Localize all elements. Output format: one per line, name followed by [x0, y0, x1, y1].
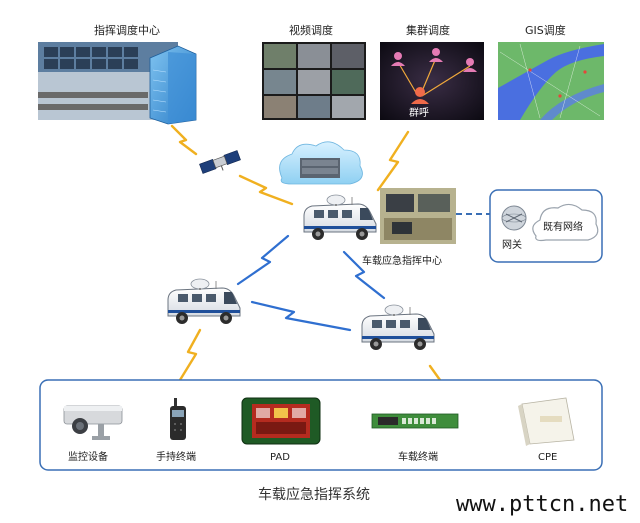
gateway-network-box: 网关 既有网络: [489, 189, 603, 263]
handheld-label: 手持终端: [156, 450, 196, 463]
pad-tablet-icon: [241, 397, 321, 445]
router-icon: [501, 205, 527, 231]
link-van-left: [236, 234, 290, 286]
group-call-label: 群呼: [409, 106, 429, 119]
link-satellite-van: [238, 174, 294, 206]
command-center-node: 指挥调度中心: [38, 23, 197, 125]
vehicle-terminal-label: 车载终端: [398, 450, 438, 463]
command-van-right: [361, 304, 435, 351]
terminals-box: 监控设备 手持终端 PAD 车载终端 CPE: [39, 379, 603, 471]
pad-label: PAD: [270, 452, 290, 463]
command-van-left: [167, 278, 241, 325]
handheld-radio-icon: [170, 398, 186, 440]
monitor-label: 监控设备: [68, 450, 108, 463]
link-cluster-van: [376, 130, 410, 192]
cluster-dispatch-node: 群呼 集群调度: [380, 23, 484, 120]
video-dispatch-node: 视频调度: [262, 23, 366, 120]
office-building-icon: [149, 45, 197, 125]
gateway-label: 网关: [502, 238, 522, 251]
cluster-dispatch-label: 集群调度: [406, 23, 450, 37]
wireless-links: [170, 124, 450, 398]
vehicle-interior-photo: [380, 188, 456, 244]
cpe-device-icon: [518, 397, 575, 446]
link-left-terminals: [178, 328, 202, 382]
watermark: www.pttcn.net: [456, 492, 628, 517]
command-van-main: [303, 194, 377, 241]
gis-dispatch-label: GIS调度: [525, 23, 566, 37]
satellite-icon: [199, 150, 241, 174]
vehicle-terminal-icon: [371, 413, 459, 429]
cpe-label: CPE: [538, 452, 557, 463]
link-building-satellite: [170, 124, 198, 156]
surveillance-camera-icon: [63, 405, 123, 440]
command-center-label: 指挥调度中心: [94, 23, 160, 37]
link-left-right: [250, 300, 352, 332]
vehicle-center-label: 车载应急指挥中心: [362, 254, 442, 267]
existing-network-label: 既有网络: [543, 220, 583, 233]
video-dispatch-label: 视频调度: [289, 23, 333, 37]
existing-network-cloud-icon: [532, 203, 599, 242]
link-van-right: [342, 250, 386, 300]
cloud-server-icon: [279, 141, 363, 185]
system-caption: 车载应急指挥系统: [258, 486, 370, 503]
gis-dispatch-node: GIS调度: [498, 23, 604, 120]
